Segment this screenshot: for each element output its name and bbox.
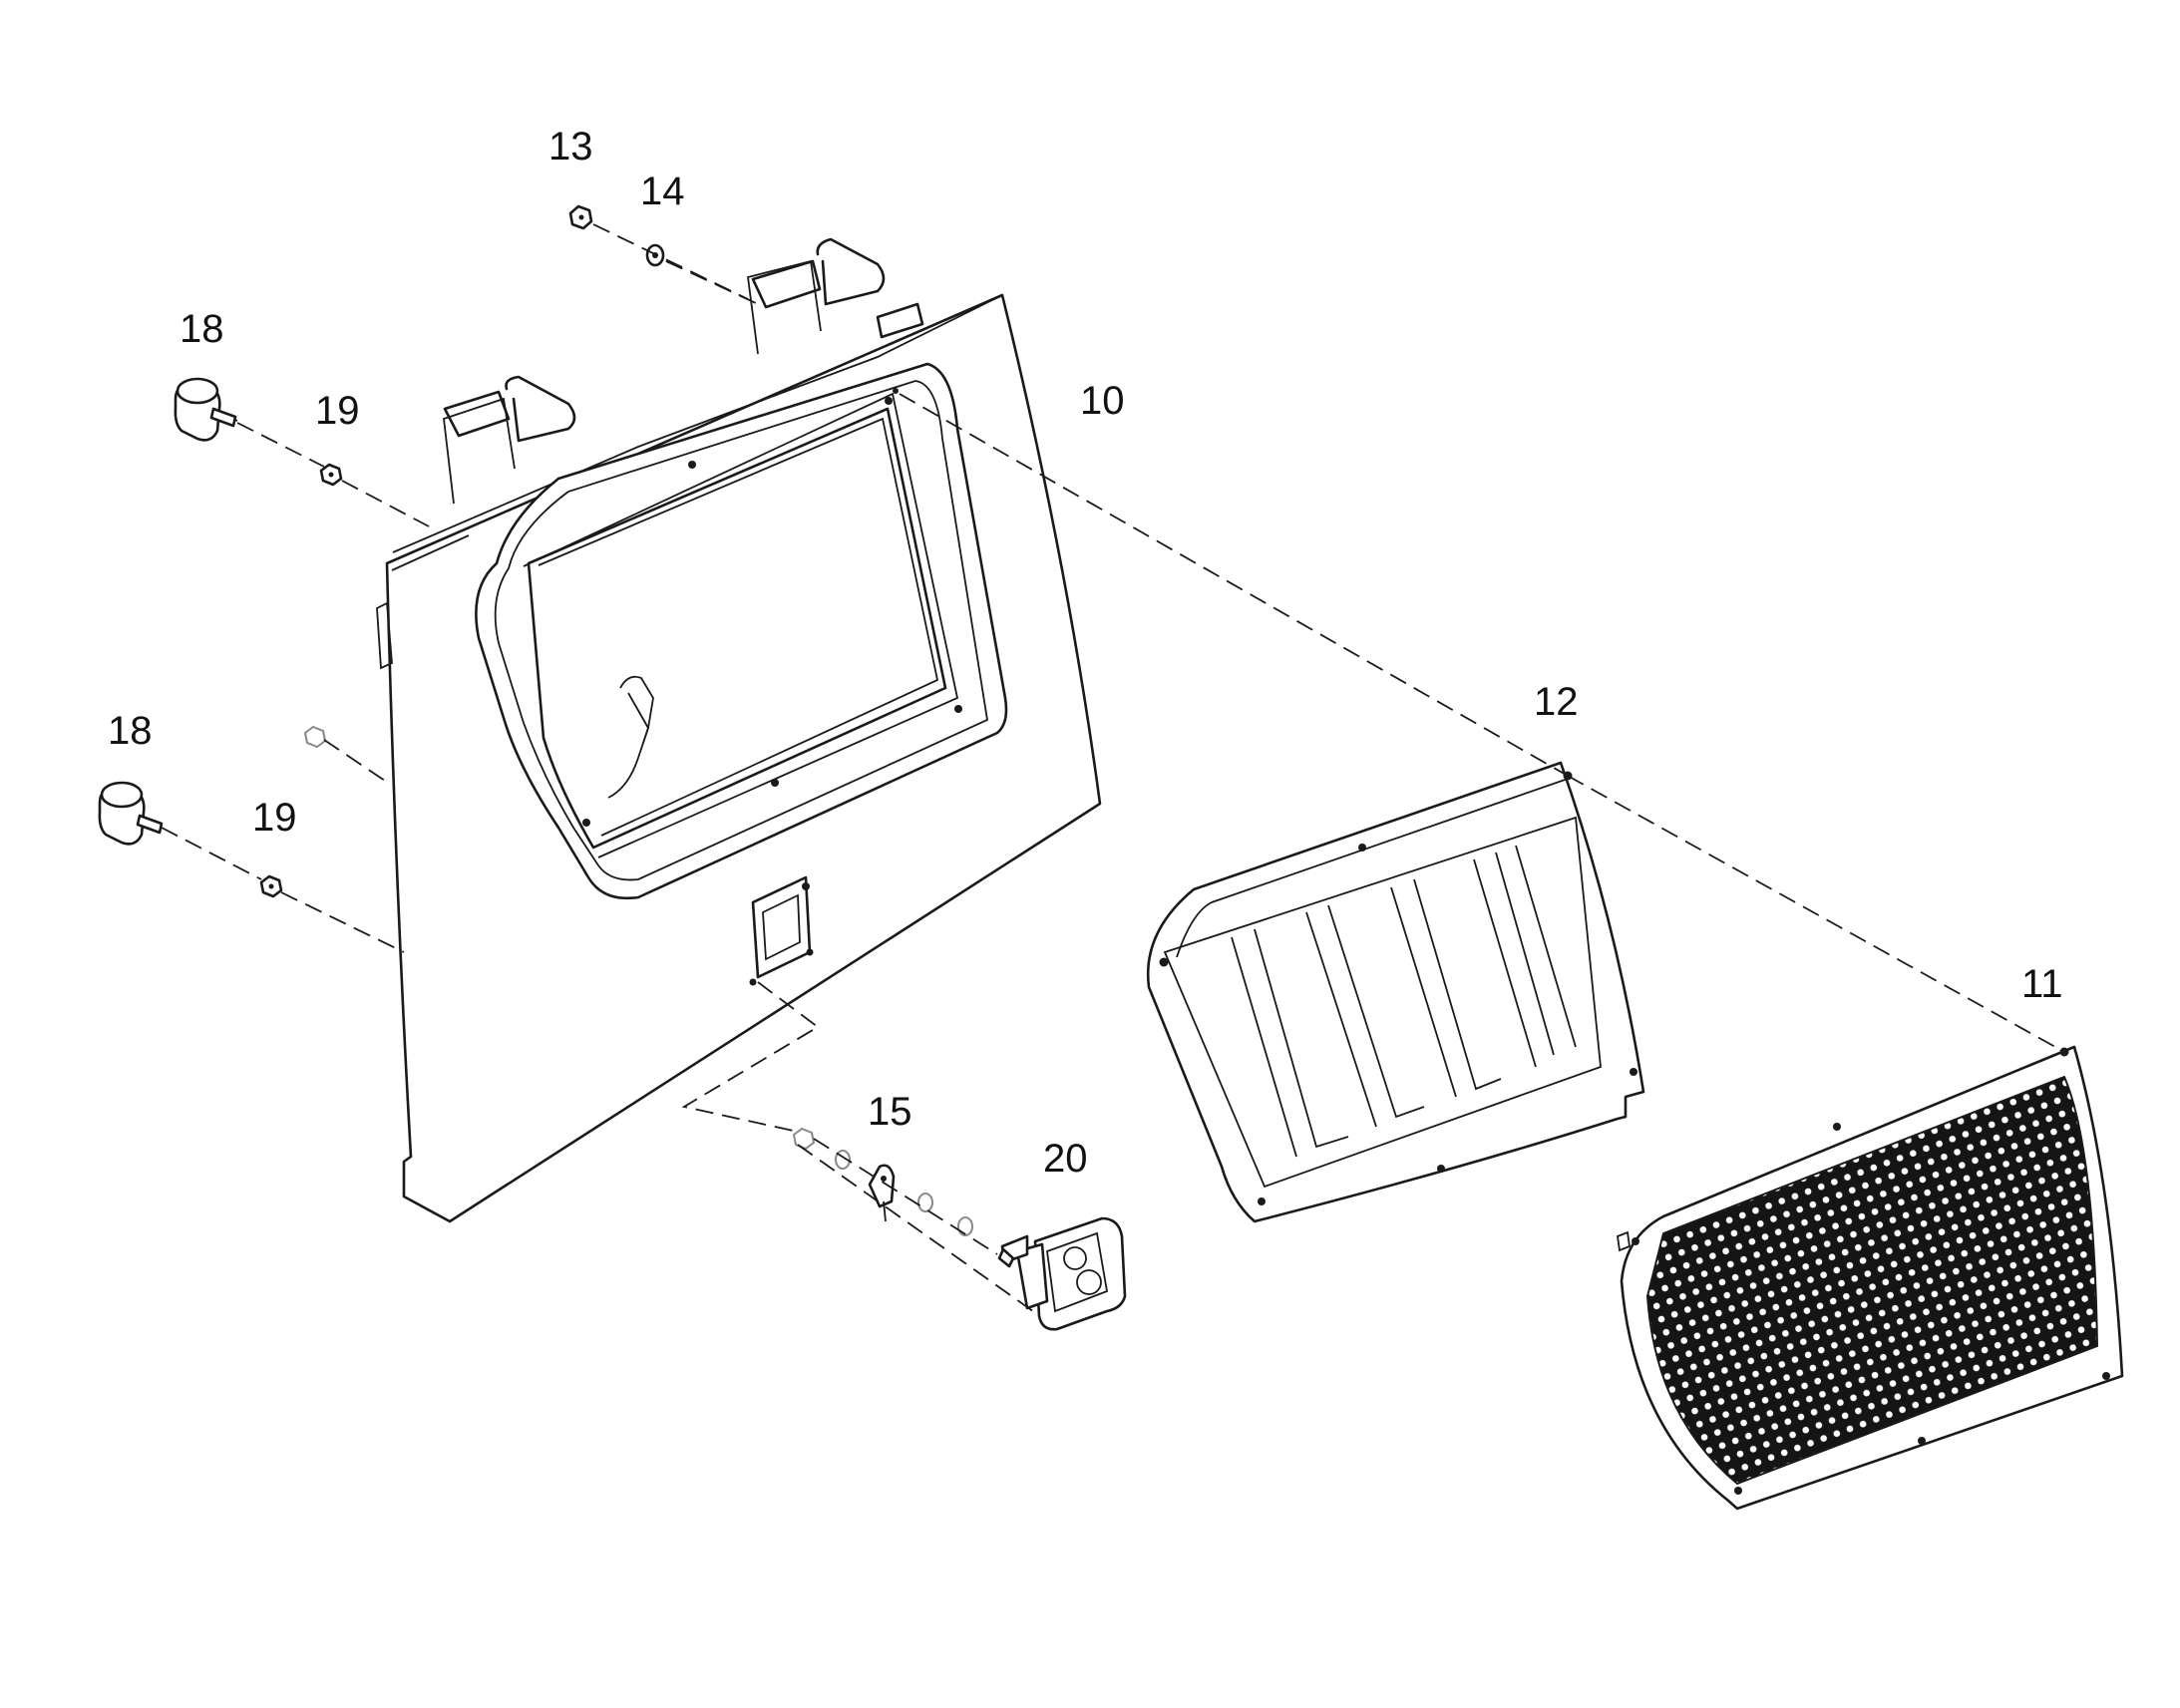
callout-15: 15 xyxy=(868,1090,912,1134)
assembly-lines xyxy=(161,223,2065,1315)
handle-part-20 xyxy=(997,1216,1127,1331)
callout-19-lower: 19 xyxy=(252,796,297,840)
callout-20: 20 xyxy=(1043,1137,1088,1181)
louver-vent-part-12 xyxy=(1146,761,1645,1223)
callout-14: 14 xyxy=(640,170,685,213)
rubber-bumper-part-18-lower xyxy=(98,781,164,846)
rubber-bumper-part-18-upper xyxy=(174,377,238,442)
nut-part-19-upper xyxy=(319,463,343,487)
nut-part-13 xyxy=(568,204,593,230)
callout-18-lower: 18 xyxy=(108,709,153,753)
perforated-grille-part-11 xyxy=(1617,1045,2124,1511)
nut-left-panel xyxy=(303,725,327,749)
washer-part-14 xyxy=(645,243,665,267)
callout-19-upper: 19 xyxy=(315,389,360,433)
callout-18-upper: 18 xyxy=(180,307,224,351)
callout-13: 13 xyxy=(548,125,593,169)
callout-12: 12 xyxy=(1534,680,1579,724)
nut-part-19-lower xyxy=(259,874,283,898)
callout-11: 11 xyxy=(2021,962,2063,1006)
callout-10: 10 xyxy=(1080,379,1125,423)
panel-part-10 xyxy=(376,237,1102,1223)
